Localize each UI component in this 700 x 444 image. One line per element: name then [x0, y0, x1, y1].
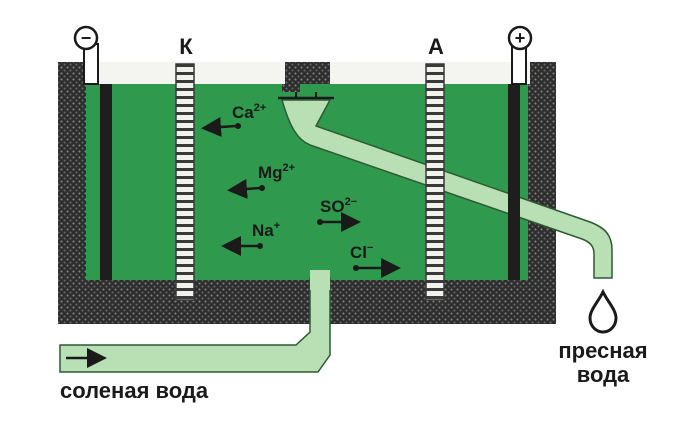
ion-na: Na+ [221, 220, 280, 256]
svg-text:Cl−: Cl− [350, 242, 373, 262]
cathode-plate [100, 84, 112, 280]
plus-terminal [507, 25, 533, 51]
ion-cl: Cl− [350, 242, 401, 278]
ion-so4: SO2− [317, 196, 361, 232]
cathode-membrane [175, 63, 195, 301]
svg-text:Mg2+: Mg2+ [258, 162, 295, 182]
fresh-water-caption-1: пресная [558, 338, 647, 363]
svg-text:Ca2+: Ca2+ [232, 102, 266, 122]
svg-text:Na+: Na+ [252, 220, 280, 240]
minus-sign: − [81, 28, 92, 48]
inlet-neck [310, 270, 330, 290]
minus-terminal [73, 25, 99, 51]
ion-ca-arrow [201, 117, 237, 137]
cathode-label: К [179, 34, 193, 59]
plus-sign: + [515, 28, 526, 48]
separator-top [290, 62, 330, 84]
ion-mg-arrow [227, 178, 261, 199]
outlet-pipe [281, 99, 613, 279]
anode-membrane [425, 63, 445, 301]
ion-ca: Ca2+ [201, 102, 266, 137]
anode-label: А [428, 34, 444, 59]
fresh-water-caption-2: вода [577, 362, 630, 387]
water [86, 84, 528, 280]
salt-water-caption: соленая вода [60, 378, 209, 403]
anode-plate [508, 84, 520, 280]
svg-text:SO2−: SO2− [320, 196, 357, 216]
ion-mg: Mg2+ [227, 162, 295, 199]
water-drop [588, 288, 618, 334]
